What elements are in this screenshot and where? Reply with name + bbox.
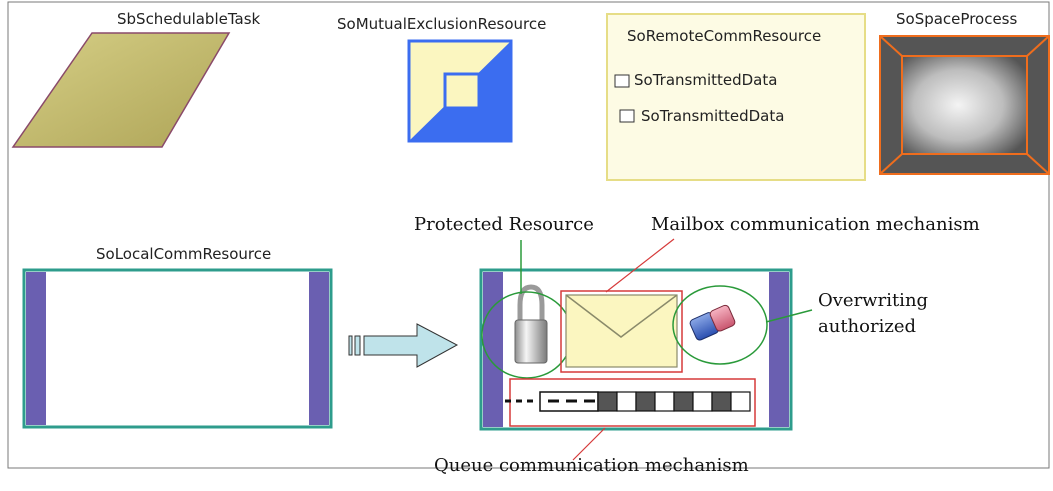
transmitted-data-item: SoTransmittedData xyxy=(634,71,778,89)
space-process-label: SoSpaceProcess xyxy=(896,10,1018,28)
queue-icon xyxy=(505,378,756,427)
mailbox-callout xyxy=(605,238,675,293)
protected-resource-annotation: Protected Resource xyxy=(414,214,594,235)
overwriting-annotation-line1: Overwriting xyxy=(818,290,929,311)
mutual-exclusion-label: SoMutualExclusionResource xyxy=(337,15,547,33)
mailbox-annotation: Mailbox communication mechanism xyxy=(651,214,980,235)
queue-annotation: Queue communication mechanism xyxy=(434,455,749,476)
overwriting-highlight xyxy=(672,285,768,365)
padlock-icon xyxy=(514,284,548,364)
outer-frame xyxy=(7,1,1050,469)
transmitted-data-item: SoTransmittedData xyxy=(641,107,785,125)
queue-callout xyxy=(572,427,606,461)
attribute-icon xyxy=(619,109,635,123)
local-comm-icon xyxy=(22,268,333,429)
mutual-exclusion-icon xyxy=(407,39,513,143)
right-arrow-icon xyxy=(348,323,459,368)
space-process-icon xyxy=(879,35,1050,175)
schedulable-task-label: SbSchedulableTask xyxy=(117,10,261,28)
parallelogram-icon xyxy=(11,32,231,148)
eraser-icon xyxy=(689,304,736,341)
overwriting-annotation-line2: authorized xyxy=(818,316,917,337)
overwriting-callout xyxy=(765,309,813,323)
local-comm-label: SoLocalCommResource xyxy=(96,245,272,263)
remote-comm-label: SoRemoteCommResource xyxy=(627,27,822,45)
attribute-icon xyxy=(614,74,630,88)
remote-comm-box xyxy=(606,13,866,181)
envelope-icon xyxy=(560,290,683,373)
